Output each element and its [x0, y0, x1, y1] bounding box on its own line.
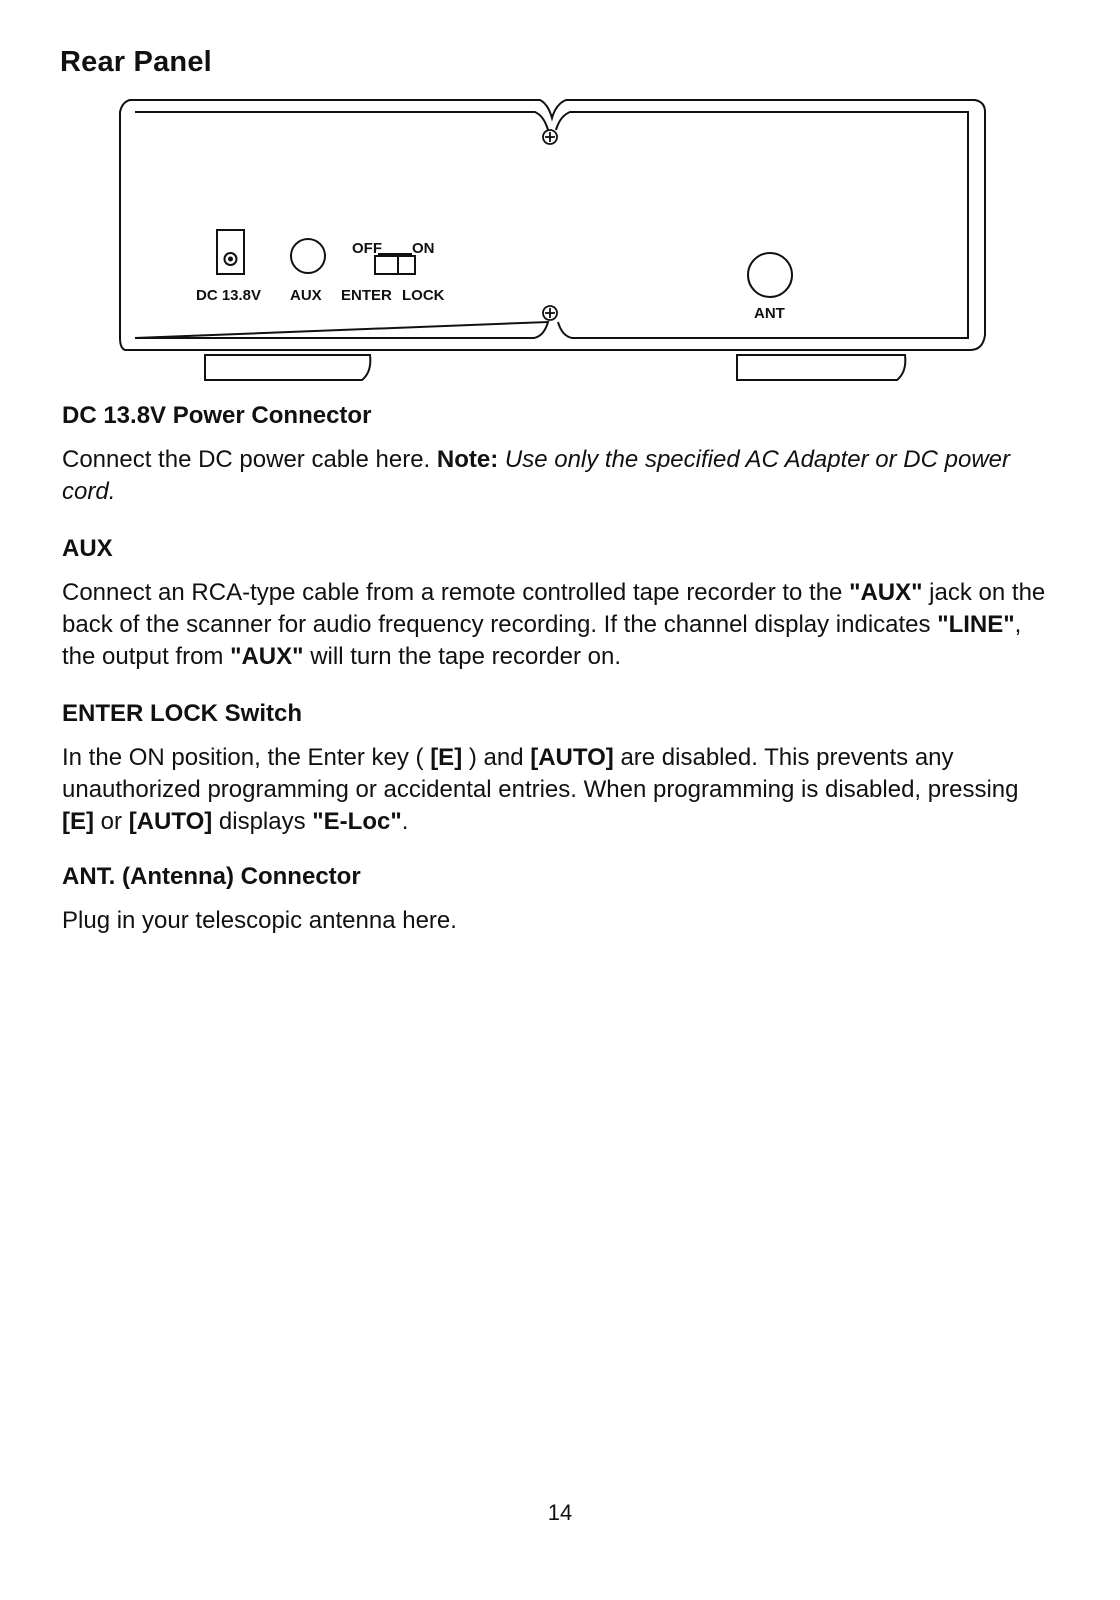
bottom-screw-icon — [542, 305, 558, 321]
section-enter-lock: ENTER LOCK Switch In the ON position, th… — [62, 700, 1052, 838]
aux-body: Connect an RCA-type cable from a remote … — [62, 577, 1052, 673]
aux-heading: AUX — [62, 535, 113, 562]
aux-jack-icon — [290, 238, 326, 274]
enter-lock-text-6: . — [401, 808, 409, 835]
dc-text: Connect the DC power cable here. — [62, 446, 431, 473]
page-title: Rear Panel — [60, 46, 212, 78]
on-label: ON — [412, 240, 435, 257]
enter-label: ENTER — [341, 287, 392, 304]
enter-lock-keyword-5: "E-Loc" — [312, 808, 402, 835]
ant-connector-icon — [747, 252, 793, 298]
ant-label: ANT — [754, 305, 785, 322]
section-dc-power: DC 13.8V Power Connector Connect the DC … — [62, 402, 1052, 508]
enter-lock-heading: ENTER LOCK Switch — [62, 700, 303, 727]
aux-keyword-3: "AUX" — [230, 643, 304, 670]
aux-keyword-1: "AUX" — [849, 579, 923, 606]
dc-jack-icon — [216, 229, 245, 275]
lock-label: LOCK — [402, 287, 445, 304]
enter-lock-body: In the ON position, the Enter key ( [E] … — [62, 742, 1052, 838]
enter-lock-text-4: or — [94, 808, 129, 835]
aux-text-4: will turn the tape recorder on. — [303, 643, 622, 670]
note-text: Use only the specified AC Adapter or DC … — [62, 446, 1010, 505]
rear-panel-diagram: OFF ON DC 13.8V AUX ENTER LOCK ANT — [119, 99, 986, 381]
top-screw-icon — [542, 129, 558, 145]
aux-keyword-2: "LINE" — [937, 611, 1015, 638]
aux-text-2: jack on the back of the scanner for audi… — [62, 579, 1046, 638]
off-label: OFF — [352, 240, 382, 257]
ant-heading: ANT. (Antenna) Connector — [62, 863, 361, 890]
section-aux: AUX Connect an RCA-type cable from a rem… — [62, 535, 1052, 673]
enter-lock-text-1: In the ON position, the Enter key ( — [62, 744, 431, 771]
enter-lock-text-3: are disabled. This prevents any unauthor… — [62, 744, 1019, 803]
enter-lock-keyword-4: [AUTO] — [128, 808, 213, 835]
page-number: 14 — [547, 1500, 573, 1525]
aux-text-1: Connect an RCA-type cable from a remote … — [62, 579, 850, 606]
enter-lock-text-2: ) and — [462, 744, 531, 771]
aux-text-3: , the output from — [62, 611, 1022, 670]
enter-lock-keyword-3: [E] — [62, 808, 94, 835]
dc-body: Connect the DC power cable here. Note: U… — [62, 444, 1052, 508]
enter-lock-text-5: displays — [212, 808, 313, 835]
dc-heading: DC 13.8V Power Connector — [62, 402, 372, 429]
dc-label: DC 13.8V — [196, 287, 261, 304]
enter-lock-keyword-1: [E] — [430, 744, 463, 771]
enter-lock-keyword-2: [AUTO] — [530, 744, 614, 771]
aux-label: AUX — [290, 287, 322, 304]
section-ant: ANT. (Antenna) Connector Plug in your te… — [62, 863, 1052, 937]
ant-body: Plug in your telescopic antenna here. — [62, 907, 457, 934]
enter-lock-switch-icon — [374, 253, 416, 275]
note-label: Note: — [436, 446, 499, 473]
